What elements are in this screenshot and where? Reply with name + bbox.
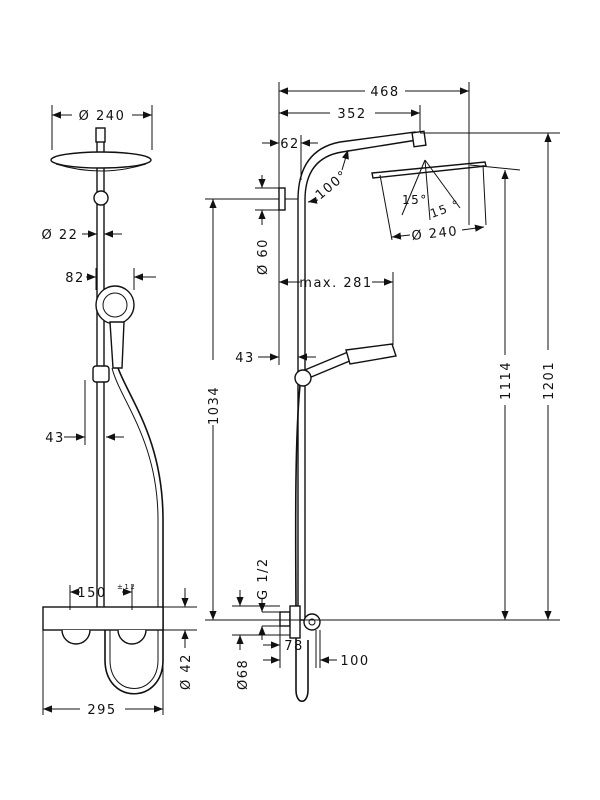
dim-bracket-diameter: Ø 60 <box>256 238 271 275</box>
wall-bracket <box>93 190 109 206</box>
head-joint <box>411 130 427 148</box>
dim-head-tilt-1: 15° <box>402 193 428 207</box>
arm-connector <box>95 127 106 143</box>
hose-side <box>294 384 309 703</box>
left-knob <box>61 629 91 645</box>
dim-total-projection: 468 <box>370 85 399 100</box>
dim-rosette-diameter: Ø68 <box>236 659 251 690</box>
dim-hand-shower-reach: max. 281 <box>299 276 372 291</box>
hand-shower-head <box>95 285 135 325</box>
dim-connection-tolerance: ±12 <box>117 583 136 591</box>
dim-hand-shower-width: 82 <box>65 271 85 286</box>
thermostat-body <box>42 606 164 631</box>
rosette <box>289 605 301 639</box>
dim-total-height: 1201 <box>542 361 557 400</box>
overhead-shower-side <box>371 161 487 179</box>
wall-bracket-side <box>278 187 286 211</box>
dim-thread: G 1/2 <box>256 557 271 600</box>
dim-arm-angle: 100° <box>313 168 351 203</box>
front-view: Ø 240 Ø 22 82 43 150 ±12 Ø 42 295 <box>42 105 197 718</box>
dim-pipe-diameter: Ø 22 <box>42 228 79 243</box>
dim-thermostat-diameter: Ø 42 <box>179 653 194 690</box>
dim-wall-distance: 62 <box>280 137 300 152</box>
dim-bracket-height: 1034 <box>207 386 222 425</box>
thermostat-side <box>303 613 321 631</box>
dim-thermostat-width: 295 <box>87 703 116 718</box>
dim-head-diameter: Ø 240 <box>79 109 126 124</box>
dim-connection-spacing: 150 <box>77 586 106 601</box>
hand-shower-handle <box>109 321 125 369</box>
slider <box>92 365 110 383</box>
dim-depth-100: 100 <box>340 654 369 669</box>
slider-side <box>294 369 312 387</box>
side-view: 468 352 62 100° 15° 15 ° Ø 240 Ø 60 max.… <box>205 82 560 703</box>
dim-hand-shower-offset: 43 <box>45 431 65 446</box>
dim-depth-78: 78 <box>284 639 304 654</box>
dim-head-diameter-side: Ø 240 <box>411 224 459 244</box>
dim-head-tilt-2: 15 ° <box>428 197 462 221</box>
dim-hand-shower-offset-side: 43 <box>235 351 255 366</box>
overhead-shower <box>50 151 152 169</box>
riser-and-arm <box>297 131 418 621</box>
inlet <box>279 611 291 627</box>
right-knob <box>117 629 147 645</box>
dim-head-height: 1114 <box>499 361 514 400</box>
dim-arm-projection: 352 <box>337 107 366 122</box>
